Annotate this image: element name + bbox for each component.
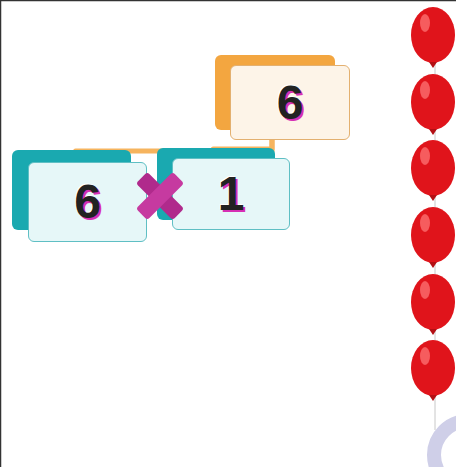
- number-label: 1: [218, 170, 245, 218]
- number-card: 6: [28, 162, 147, 242]
- number-card: 1: [172, 158, 290, 230]
- number-card: 6: [230, 65, 350, 140]
- bracket-line: [213, 140, 272, 158]
- cross-bar: [136, 172, 184, 220]
- cross-bar: [136, 172, 184, 220]
- number-label: 6: [277, 79, 304, 127]
- number-label: 6: [74, 178, 101, 226]
- ring-shape: [434, 421, 456, 467]
- balloon-column: [411, 7, 455, 401]
